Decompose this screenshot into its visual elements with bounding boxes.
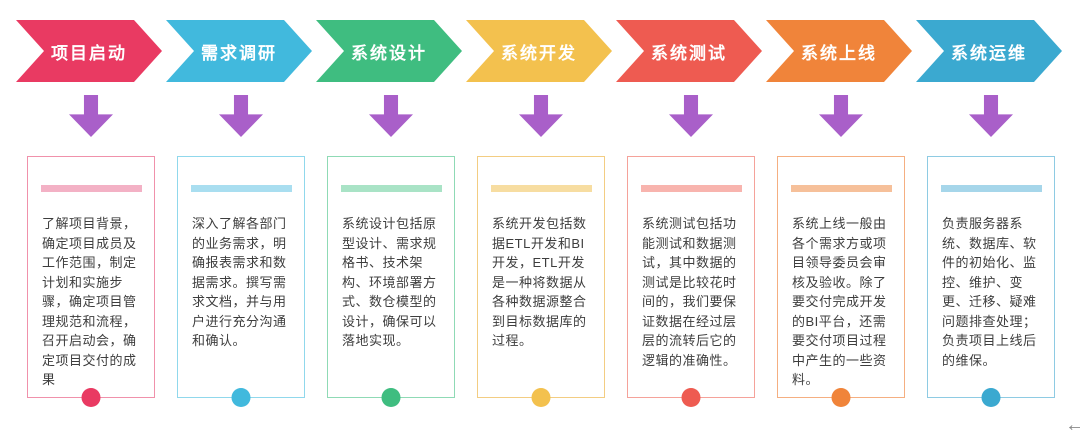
stage-label: 系统设计: [351, 43, 427, 63]
stage-column-requirements-research: 需求调研 深入了解各部门的业务需求，明确报表需求和数据需求。撰写需求文档，并与用…: [166, 20, 316, 407]
stage-dot-icon: [981, 388, 1001, 407]
stage-label: 系统测试: [651, 43, 727, 63]
stage-card: 系统设计包括原型设计、需求规格书、技术架构、环境部署方式、数仓模型的设计，确保可…: [327, 156, 455, 407]
stage-dot-icon: [81, 388, 101, 407]
stage-arrow: 系统上线: [766, 20, 912, 82]
stage-label: 系统开发: [501, 43, 577, 63]
arrow-down-icon: [69, 95, 113, 137]
arrow-down-icon: [519, 95, 563, 137]
left-arrow-icon: ←: [1065, 414, 1080, 436]
stage-arrow: 系统设计: [316, 20, 462, 82]
stage-column-system-operations: 系统运维 负责服务器系统、数据库、软件的初始化、监控、维护、变更、迁移、疑难问题…: [916, 20, 1066, 407]
stage-card: 负责服务器系统、数据库、软件的初始化、监控、维护、变更、迁移、疑难问题排查处理；…: [927, 156, 1055, 407]
card-accent-bar: [941, 185, 1042, 192]
stage-arrow: 系统测试: [616, 20, 762, 82]
stage-label: 系统上线: [801, 43, 877, 63]
stage-column-system-testing: 系统测试 系统测试包括功能测试和数据测试，其中数据的测试是比较花时间的，我们要保…: [616, 20, 766, 407]
stage-dot-icon: [531, 388, 551, 407]
stage-card: 了解项目背景，确定项目成员及工作范围，制定计划和实施步骤，确定项目管理规范和流程…: [27, 156, 155, 407]
stage-arrow: 系统开发: [466, 20, 612, 82]
stage-card: 系统开发包括数据ETL开发和BI开发，ETL开发是一种将数据从各种数据源整合到目…: [477, 156, 605, 407]
stage-column-system-development: 系统开发 系统开发包括数据ETL开发和BI开发，ETL开发是一种将数据从各种数据…: [466, 20, 616, 407]
stage-dot-icon: [681, 388, 701, 407]
stage-description: 系统测试包括功能测试和数据测试，其中数据的测试是比较花时间的，我们要保证数据在经…: [642, 216, 737, 368]
stage-arrow: 项目启动: [16, 20, 162, 82]
stage-dot-icon: [831, 388, 851, 407]
card-accent-bar: [791, 185, 892, 192]
card-accent-bar: [191, 185, 292, 192]
card-accent-bar: [641, 185, 742, 192]
arrow-down-icon: [969, 95, 1013, 137]
card-accent-bar: [41, 185, 142, 192]
card-accent-bar: [491, 185, 592, 192]
arrow-down-icon: [669, 95, 713, 137]
stage-description: 系统开发包括数据ETL开发和BI开发，ETL开发是一种将数据从各种数据源整合到目…: [492, 216, 587, 348]
stage-card: 系统测试包括功能测试和数据测试，其中数据的测试是比较花时间的，我们要保证数据在经…: [627, 156, 755, 407]
stage-description: 系统上线一般由各个需求方或项目领导委员会审核及验收。除了要交付完成开发的BI平台…: [792, 216, 887, 387]
stage-dot-icon: [231, 388, 251, 407]
stage-column-system-design: 系统设计 系统设计包括原型设计、需求规格书、技术架构、环境部署方式、数仓模型的设…: [316, 20, 466, 407]
stage-description: 了解项目背景，确定项目成员及工作范围，制定计划和实施步骤，确定项目管理规范和流程…: [42, 216, 137, 387]
stage-column-system-launch: 系统上线 系统上线一般由各个需求方或项目领导委员会审核及验收。除了要交付完成开发…: [766, 20, 916, 407]
stage-dot-icon: [381, 388, 401, 407]
arrow-down-icon: [219, 95, 263, 137]
stage-column-project-kickoff: 项目启动 了解项目背景，确定项目成员及工作范围，制定计划和实施步骤，确定项目管理…: [16, 20, 166, 407]
stage-arrow: 需求调研: [166, 20, 312, 82]
stage-card: 深入了解各部门的业务需求，明确报表需求和数据需求。撰写需求文档，并与用户进行充分…: [177, 156, 305, 407]
stage-description: 深入了解各部门的业务需求，明确报表需求和数据需求。撰写需求文档，并与用户进行充分…: [192, 216, 287, 348]
stage-arrow: 系统运维: [916, 20, 1062, 82]
stage-label: 项目启动: [51, 43, 127, 63]
stage-card: 系统上线一般由各个需求方或项目领导委员会审核及验收。除了要交付完成开发的BI平台…: [777, 156, 905, 407]
stage-description: 负责服务器系统、数据库、软件的初始化、监控、维护、变更、迁移、疑难问题排查处理；…: [942, 216, 1037, 368]
arrow-down-icon: [819, 95, 863, 137]
process-flow-diagram: 项目启动 了解项目背景，确定项目成员及工作范围，制定计划和实施步骤，确定项目管理…: [0, 0, 1080, 407]
stage-description: 系统设计包括原型设计、需求规格书、技术架构、环境部署方式、数仓模型的设计，确保可…: [342, 216, 437, 348]
arrow-down-icon: [369, 95, 413, 137]
stage-label: 需求调研: [201, 43, 277, 63]
stage-label: 系统运维: [951, 43, 1027, 63]
card-accent-bar: [341, 185, 442, 192]
